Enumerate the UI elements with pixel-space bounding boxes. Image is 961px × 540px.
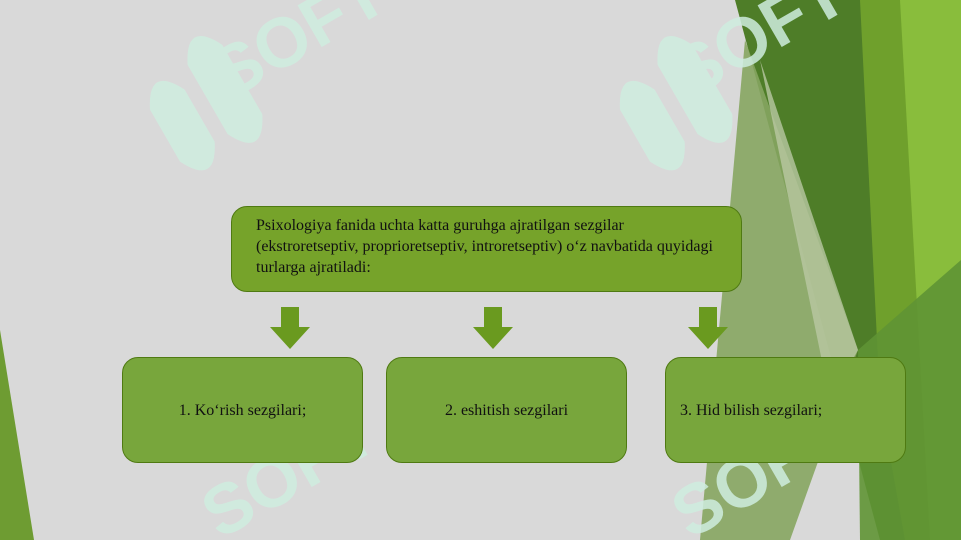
intro-text: Psixologiya fanida uchta katta guruhga a… [256,217,713,276]
item-label: 2. eshitish sezgilari [444,401,569,419]
item-label: 3. Hid bilish sezgilari; [680,401,823,419]
left-accent-shape [0,330,34,540]
item-label: 1. Ko‘rish sezgilari; [178,401,307,419]
item-box-olfactory: 3. Hid bilish sezgilari; [665,357,906,463]
svg-text:SOFT: SOFT [199,0,400,113]
arrow-down-icon [270,307,310,349]
arrow-down-icon [688,307,728,349]
arrow-down-icon [473,307,513,349]
right-bottom-shape [858,260,961,540]
right-highlight-shape [760,60,858,400]
item-box-auditory: 2. eshitish sezgilari [386,357,627,463]
item-box-visual: 1. Ko‘rish sezgilari; [122,357,363,463]
intro-box: Psixologiya fanida uchta katta guruhga a… [231,206,742,292]
